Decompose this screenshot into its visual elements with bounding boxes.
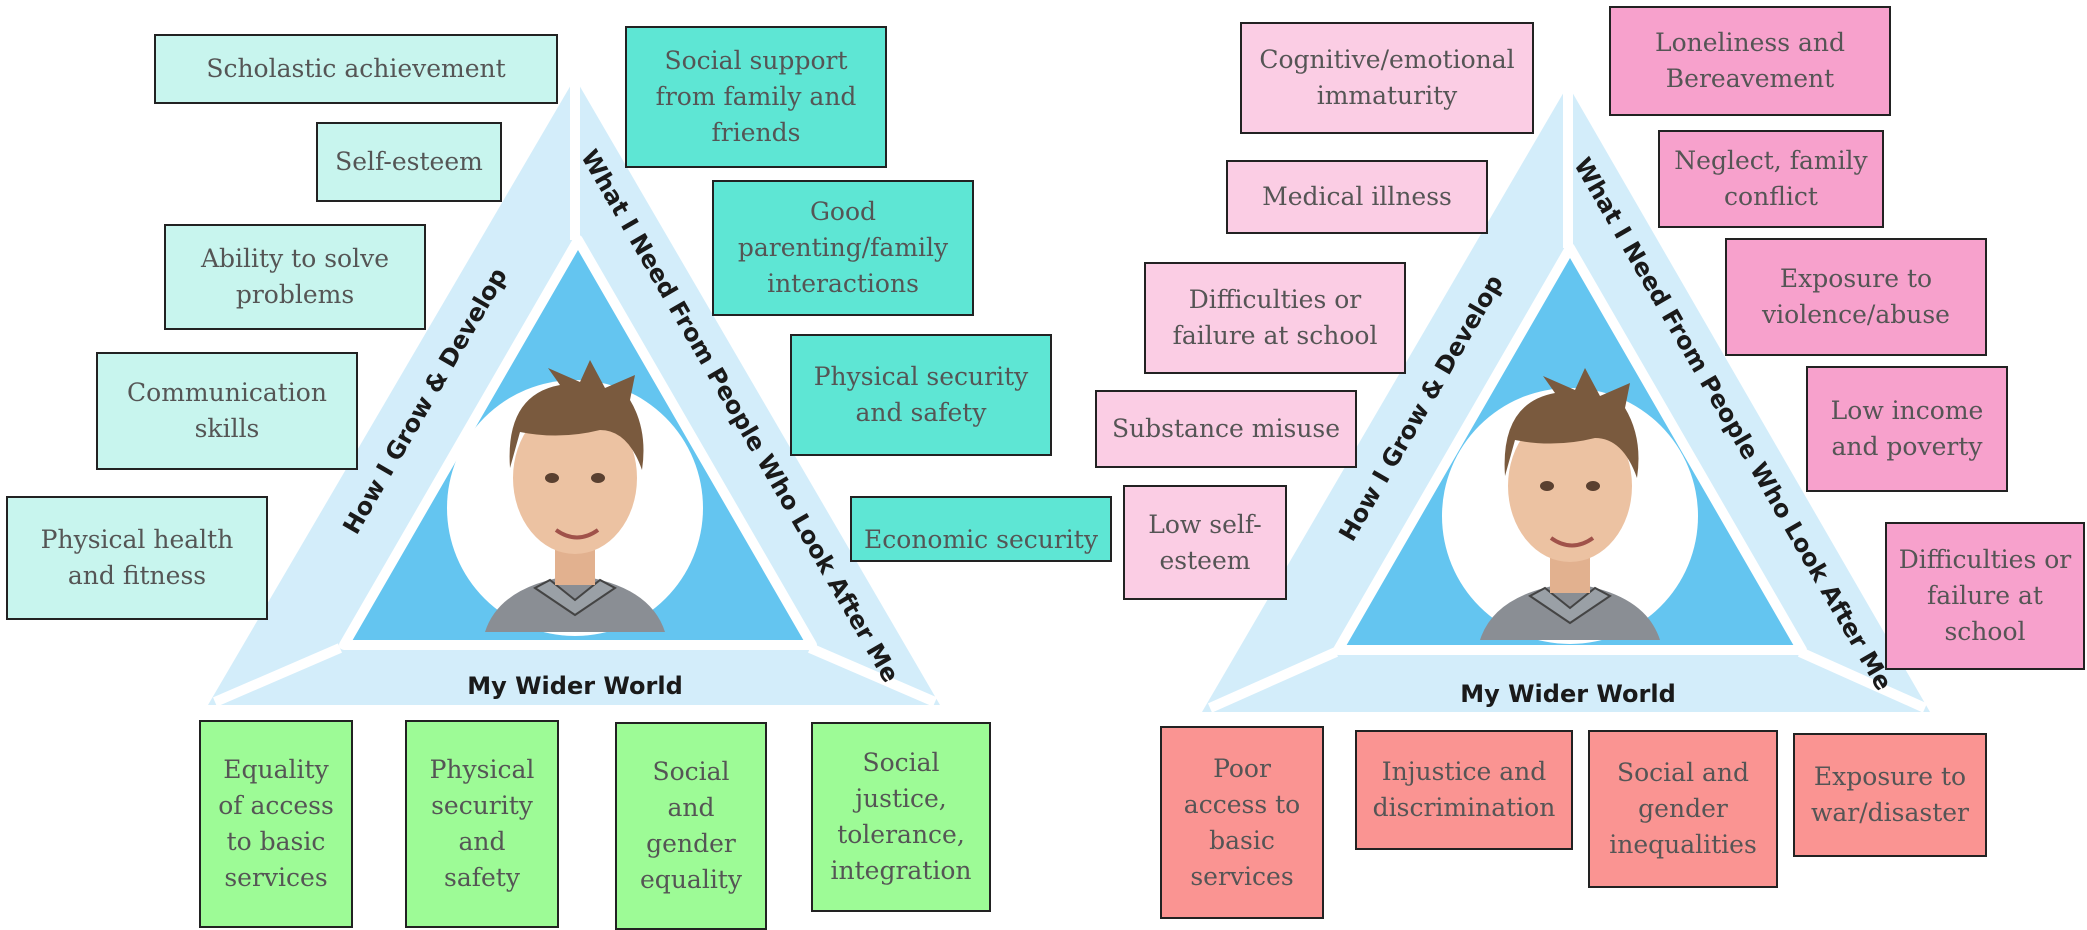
risk-exposure-violence-abuse: Exposure to violence/abuse <box>1725 238 1987 356</box>
factor-scholastic-achievement: Scholastic achievement <box>154 34 558 104</box>
risk-difficulties-school-family: Difficulties or failure at school <box>1885 522 2085 670</box>
risk-substance-misuse: Substance misuse <box>1095 390 1357 468</box>
risk-low-self-esteem: Low self- esteem <box>1123 485 1287 600</box>
protective-factors-diagram: How I Grow & Develop What I Need From Pe… <box>6 26 1112 930</box>
factor-good-parenting: Good parenting/family interactions <box>712 180 974 316</box>
factor-self-esteem: Self-esteem <box>316 122 502 202</box>
risk-factors-diagram: How I Grow & Develop What I Need From Pe… <box>1090 0 2087 930</box>
factor-problem-solving: Ability to solve problems <box>164 224 426 330</box>
factor-social-support: Social support from family and friends <box>625 26 887 168</box>
factor-communication-skills: Communication skills <box>96 352 358 470</box>
risk-injustice-discrimination: Injustice and discrimination <box>1355 730 1573 850</box>
risk-loneliness-bereavement: Loneliness and Bereavement <box>1609 6 1891 116</box>
risk-social-gender-inequalities: Social and gender inequalities <box>1588 730 1778 888</box>
factor-physical-security-world: Physical security and safety <box>405 720 559 928</box>
factor-equality-access: Equality of access to basic services <box>199 720 353 928</box>
factor-physical-security-family: Physical security and safety <box>790 334 1052 456</box>
risk-difficulties-school-personal: Difficulties or failure at school <box>1144 262 1406 374</box>
child-photo <box>1480 368 1660 640</box>
risk-low-income-poverty: Low income and poverty <box>1806 366 2008 492</box>
risk-poor-access-services: Poor access to basic services <box>1160 726 1324 919</box>
factor-economic-security: Economic security <box>850 496 1112 562</box>
bottom-label-wider-world: My Wider World <box>1460 680 1676 708</box>
factor-social-gender-equality: Social and gender equality <box>615 722 767 930</box>
risk-cognitive-emotional-immaturity: Cognitive/emotional immaturity <box>1240 22 1534 134</box>
divider-bottom-right <box>808 643 937 707</box>
divider-bottom-right <box>1797 647 1928 713</box>
divider-bottom-left <box>213 643 342 707</box>
factor-physical-health: Physical health and fitness <box>6 496 268 620</box>
bottom-label-wider-world: My Wider World <box>467 672 683 700</box>
risk-medical-illness: Medical illness <box>1226 160 1488 234</box>
child-photo <box>485 360 665 632</box>
risk-exposure-war-disaster: Exposure to war/disaster <box>1793 733 1987 857</box>
risk-neglect-family-conflict: Neglect, family conflict <box>1658 130 1884 228</box>
factor-social-justice: Social justice, tolerance, integration <box>811 722 991 912</box>
divider-bottom-left <box>1207 647 1339 713</box>
